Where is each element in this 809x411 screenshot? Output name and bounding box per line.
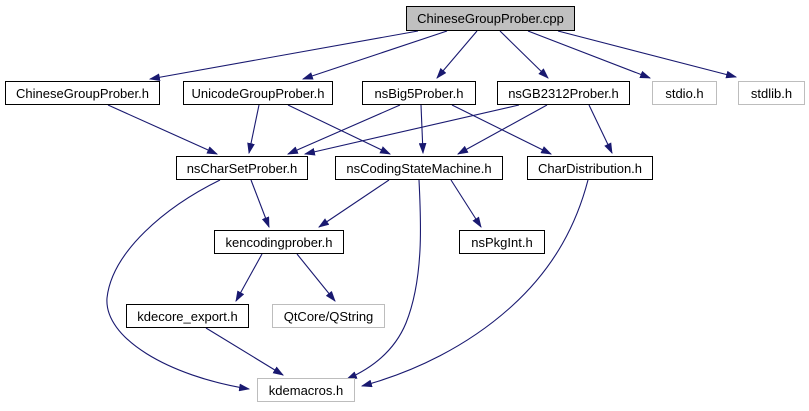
node-label: nsPkgInt.h: [471, 234, 533, 250]
node-label: ChineseGroupProber.h: [16, 85, 149, 101]
edge-big5-to-charset: [286, 104, 401, 155]
node-kencodingprober-h[interactable]: kencodingprober.h: [214, 230, 344, 254]
node-kdecore-export-h[interactable]: kdecore_export.h: [126, 304, 249, 328]
node-label: nsCharSetProber.h: [186, 160, 298, 176]
edge-charset-to-kenc: [250, 179, 270, 229]
node-unicodegroupprober-h[interactable]: UnicodeGroupProber.h: [183, 81, 333, 105]
edge-cpp-to-ugp_h: [301, 30, 448, 80]
node-qtcore-qstring: QtCore/QString: [272, 304, 385, 328]
node-label: QtCore/QString: [283, 308, 374, 324]
edge-chardist-to-kdemac: [360, 179, 589, 388]
node-kdemacros-h: kdemacros.h: [257, 378, 355, 402]
node-chinesegroupprober-cpp: ChineseGroupProber.cpp: [406, 6, 575, 31]
node-label: nsBig5Prober.h: [374, 85, 464, 101]
edge-cpp-to-stdlib: [557, 30, 738, 79]
edge-cgp_h-to-charset: [107, 104, 219, 155]
edge-gb2312-to-coding: [457, 104, 548, 155]
edge-coding-to-kenc: [318, 179, 390, 228]
edge-ugp_h-to-coding: [287, 104, 391, 155]
node-label: ChineseGroupProber.cpp: [417, 11, 564, 26]
edge-gb2312-to-chardist: [588, 104, 613, 154]
edge-kdeexp-to-kdemac: [205, 327, 284, 376]
edge-gb2312-to-charset: [303, 104, 520, 156]
edge-big5-to-coding: [418, 104, 427, 155]
node-chardistribution-h[interactable]: CharDistribution.h: [527, 156, 653, 180]
edge-ugp_h-to-charset: [247, 104, 260, 155]
node-chinesegroupprober-h[interactable]: ChineseGroupProber.h: [5, 81, 160, 105]
edge-cpp-to-gb2312: [499, 30, 549, 79]
edge-charset-to-kdemac: [106, 179, 251, 392]
node-label: nsCodingStateMachine.h: [346, 160, 492, 176]
node-nscodingstatemachine-h[interactable]: nsCodingStateMachine.h: [335, 156, 503, 180]
edge-cpp-to-stdio: [527, 30, 652, 79]
node-label: kdemacros.h: [268, 382, 344, 398]
node-label: UnicodeGroupProber.h: [191, 85, 325, 101]
node-nscharsetprober-h[interactable]: nsCharSetProber.h: [176, 156, 308, 180]
node-label: kdecore_export.h: [137, 308, 238, 324]
node-label: kencodingprober.h: [225, 234, 333, 250]
edge-cpp-to-cgp_h: [148, 30, 419, 82]
edge-kenc-to-qstring: [296, 253, 336, 302]
edge-kenc-to-kdeexp: [235, 253, 263, 302]
node-nsgb2312prober-h[interactable]: nsGB2312Prober.h: [497, 81, 630, 105]
node-nsbig5prober-h[interactable]: nsBig5Prober.h: [362, 81, 476, 105]
node-label: CharDistribution.h: [537, 160, 643, 176]
edge-coding-to-kdemac: [345, 179, 422, 380]
node-label: stdio.h: [665, 85, 704, 101]
node-label: stdlib.h: [750, 85, 793, 101]
node-stdlib-h: stdlib.h: [738, 81, 805, 105]
edge-coding-to-pkgint: [450, 179, 482, 228]
edge-cpp-to-big5: [436, 30, 478, 79]
node-stdio-h: stdio.h: [652, 81, 717, 105]
node-nspkgint-h[interactable]: nsPkgInt.h: [459, 230, 545, 254]
node-label: nsGB2312Prober.h: [508, 85, 619, 101]
